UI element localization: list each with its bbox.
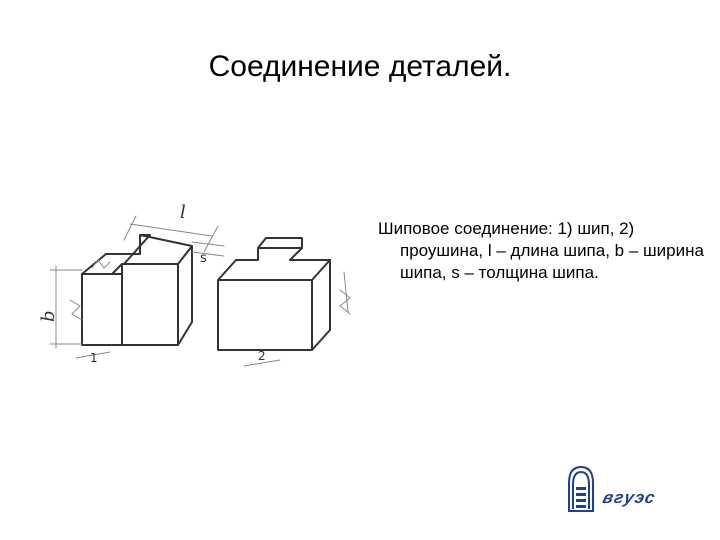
slide-title: Соединение деталей. [208, 50, 512, 83]
tenon-joint-drawing: l b s 1 2 [40, 202, 351, 367]
dimension-label-b: b [40, 310, 59, 322]
part-label-1: 1 [90, 351, 98, 365]
dimension-label-s: s [200, 251, 207, 266]
dimension-label-l: l [180, 202, 186, 223]
university-logo-icon [568, 465, 594, 512]
joint-description: Шиповое соединение: 1) шип, 2) проушина,… [378, 219, 704, 282]
logo-wordmark: вгуэс [601, 488, 658, 507]
part-label-2: 2 [258, 349, 266, 363]
